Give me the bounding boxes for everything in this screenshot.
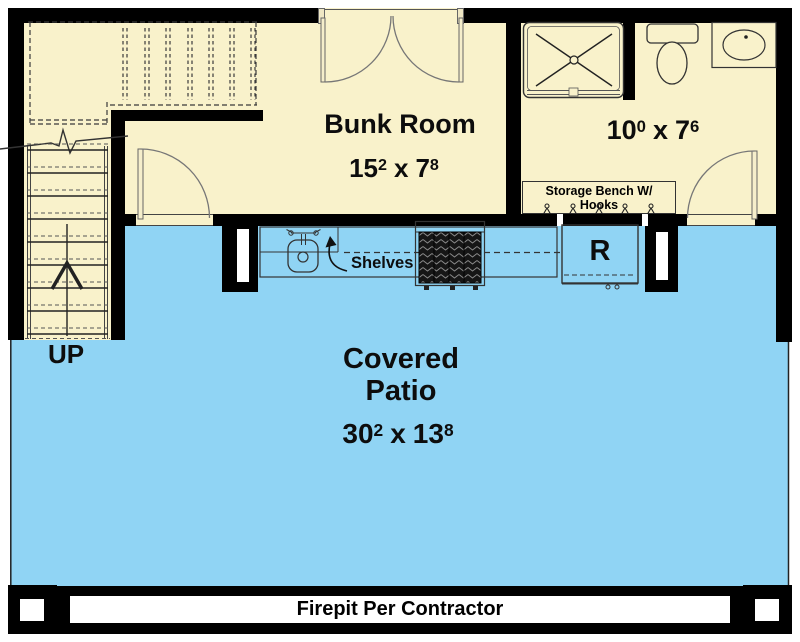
- firepit-bar: Firepit Per Contractor: [57, 586, 743, 634]
- patio-column-left-core: [237, 229, 249, 282]
- wall-bunk-bath-divider: [506, 8, 521, 226]
- wall-notch-left: [557, 214, 563, 226]
- bunk-door-threshold: [136, 214, 213, 226]
- storage-bench-label-line1: Storage Bench W/: [545, 184, 653, 198]
- wall-patio-seg-c: [563, 214, 642, 226]
- firepit-column-right: [743, 585, 792, 634]
- firepit-column-right-core: [755, 599, 779, 621]
- wall-left-exterior: [8, 8, 24, 340]
- wall-patio-seg-a: [124, 214, 136, 226]
- wall-notch-right: [642, 214, 648, 226]
- patio-column-right-core: [656, 232, 668, 280]
- firepit-column-left-core: [20, 599, 44, 621]
- bunk-room-title: Bunk Room: [324, 109, 476, 139]
- stairs-up-label: UP: [47, 339, 85, 369]
- wall-stair-right: [111, 110, 125, 340]
- patio-title-line2: Patio: [365, 375, 437, 407]
- storage-bench-label-line2: Hooks: [579, 198, 619, 212]
- wall-shower-stub: [623, 8, 635, 100]
- wall-top-left: [8, 8, 318, 23]
- bath-door-threshold: [687, 214, 755, 226]
- wall-patio-seg-e: [755, 214, 776, 226]
- wall-patio-seg-d: [648, 214, 687, 226]
- storage-bench: Storage Bench W/ Hooks: [522, 181, 676, 214]
- wall-patio-seg-b: [213, 214, 557, 226]
- stairwell-floor: [8, 226, 125, 340]
- shelves-label: Shelves: [351, 254, 414, 272]
- patio-title-line1: Covered: [342, 343, 460, 375]
- wall-stair-top: [111, 110, 263, 121]
- firepit-label: Firepit Per Contractor: [70, 596, 730, 623]
- refrigerator-label: R: [589, 235, 611, 267]
- firepit-column-left: [8, 585, 57, 634]
- wall-right-exterior: [776, 8, 792, 342]
